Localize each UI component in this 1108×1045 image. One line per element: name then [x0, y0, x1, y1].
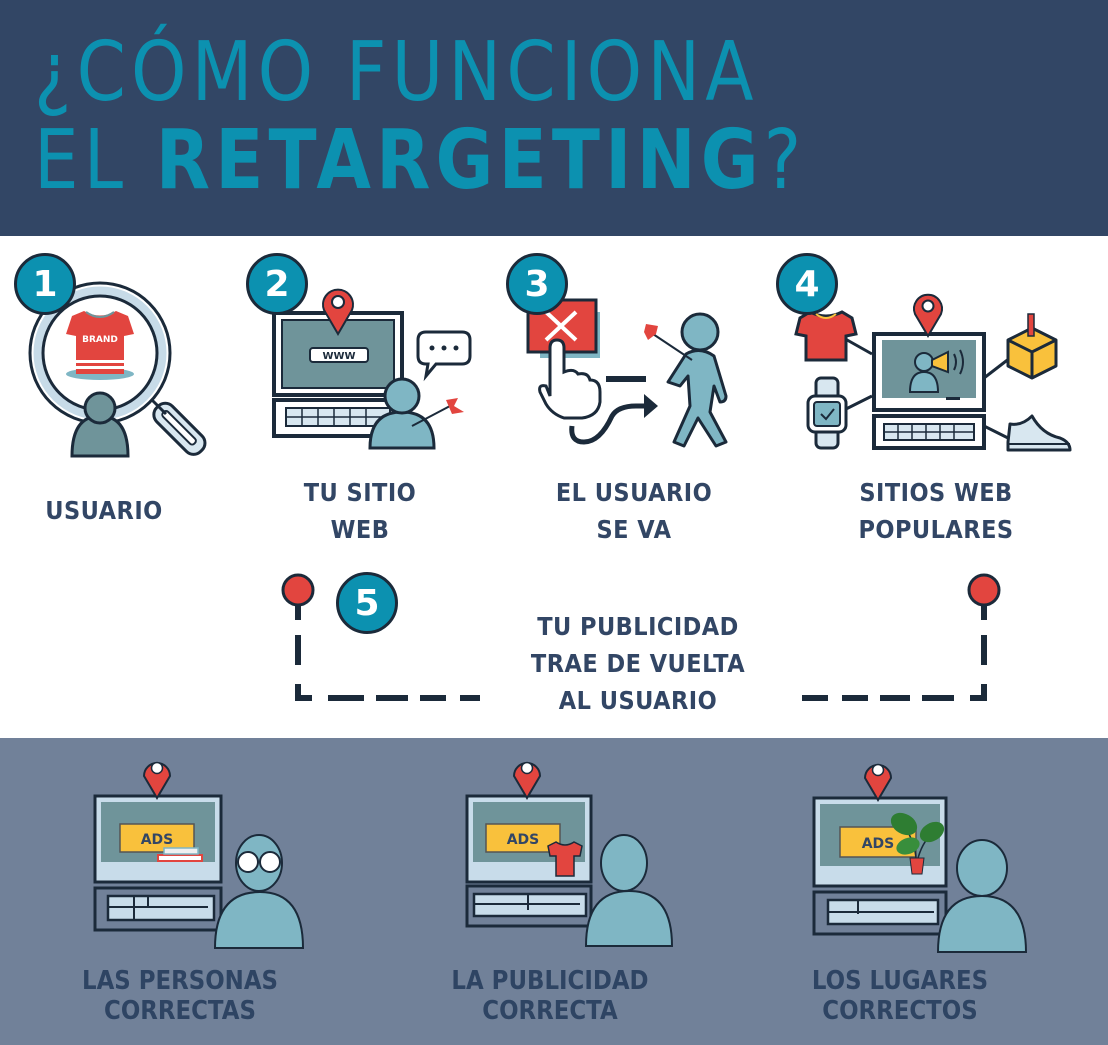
step-label-line1: TU SITIO [303, 478, 417, 507]
title-line-1: ¿CÓMO FUNCIONA [34, 25, 759, 120]
outcome-right-ad: ADS LA PUBLICIDAD CORRECTA [451, 738, 692, 1038]
outcome-line2: CORRECTA [482, 996, 618, 1026]
computer-ads-tshirt-user-icon: ADS [465, 761, 674, 947]
step-4: 4 [770, 236, 1108, 556]
outcome-label: LOS LUGARES CORRECTOS [803, 966, 997, 1026]
step5-line2: TRAE DE VUELTA [530, 649, 746, 678]
ads-text: ADS [862, 836, 895, 852]
step-badge: 5 [336, 572, 398, 634]
outcome-label: LAS PERSONAS CORRECTAS [74, 966, 285, 1026]
step-label-line2: WEB [330, 515, 390, 544]
step-2: 2 WWW TU SITIO WEB [240, 236, 480, 556]
step-5: 5 TU PUBLICIDAD TRAE DE VUELTA AL USUARI… [0, 560, 1108, 738]
step-label-line2: SE VA [596, 515, 672, 544]
magnifier-user-tshirt-icon: BRAND [28, 281, 207, 458]
step-label-line1: SITIOS WEB [859, 478, 1013, 507]
step-label: EL USUARIO SE VA [513, 474, 754, 548]
ads-text: ADS [507, 832, 540, 848]
outcome-right-places: ADS LOS LUGARES CORRECTOS [812, 738, 1042, 1038]
step5-line3: AL USUARIO [558, 686, 718, 715]
ads-text: ADS [141, 832, 174, 848]
step5-label: TU PUBLICIDAD TRAE DE VUELTA AL USUARIO [503, 608, 773, 719]
step-3: 3 EL USUARIO SE VA [500, 236, 750, 556]
title-prefix: EL [34, 113, 156, 208]
title-suffix: ? [763, 113, 807, 208]
outcome-label: LA PUBLICIDAD CORRECTA [436, 966, 665, 1026]
step-label-line1: EL USUARIO [555, 478, 713, 507]
outcome-right-people: ADS LAS PERSONAS CORRECTAS [82, 738, 320, 1038]
dashed-return-path [281, 573, 1001, 701]
step-badge: 3 [506, 253, 568, 315]
step-badge: 1 [14, 253, 76, 315]
step-label: SITIOS WEB POPULARES [787, 474, 1086, 548]
header-banner: ¿CÓMO FUNCIONA EL RETARGETING? [0, 0, 1108, 236]
step-badge: 4 [776, 253, 838, 315]
outcome-line2: CORRECTAS [104, 996, 256, 1026]
computer-ads-plant-user-icon: ADS [812, 763, 1028, 953]
outcome-line2: CORRECTOS [822, 996, 978, 1026]
computer-connected-products-icon [794, 293, 1072, 452]
title-line-2: EL RETARGETING? [34, 120, 806, 202]
outcomes-section: ADS LAS PERSONAS CORRECTAS ADS [0, 738, 1108, 1045]
step5-line1: TU PUBLICIDAD [537, 612, 739, 641]
outcome-line1: LA PUBLICIDAD [451, 966, 649, 996]
step-label: TU SITIO WEB [252, 474, 468, 548]
computer-www-user-icon: WWW [272, 288, 472, 450]
outcome-line1: LOS LUGARES [811, 966, 989, 996]
outcome-line1: LAS PERSONAS [81, 966, 279, 996]
computer-ads-user-glasses-icon: ADS [93, 761, 305, 949]
step-label-line2: POPULARES [858, 515, 1014, 544]
tshirt-brand-text: BRAND [82, 335, 118, 345]
step-label-line1: USUARIO [45, 496, 163, 525]
www-text: WWW [322, 351, 355, 362]
step-label: USUARIO [10, 492, 197, 529]
title-keyword: RETARGETING [155, 113, 764, 208]
step-badge: 2 [246, 253, 308, 315]
close-click-user-walking-icon [526, 298, 728, 448]
step-1: 1 BRAND USUARIO [0, 236, 240, 556]
